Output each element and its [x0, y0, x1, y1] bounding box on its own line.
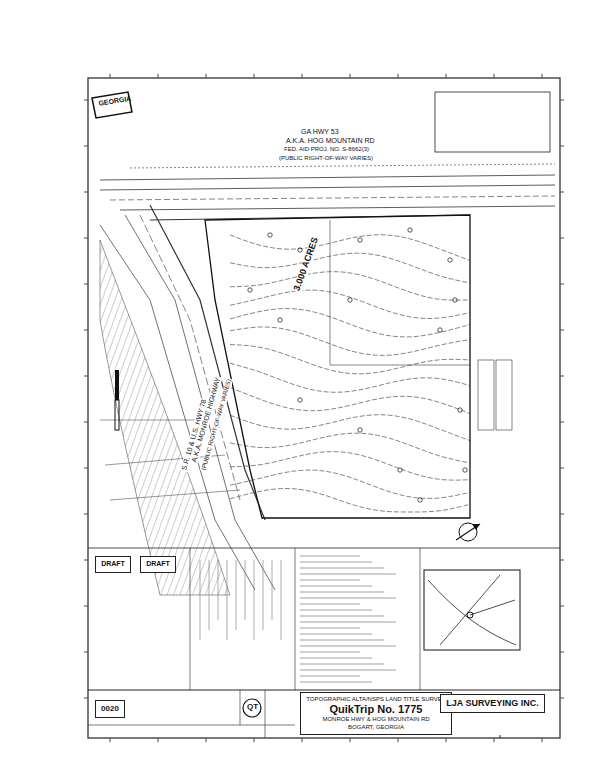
node-text: LJA SURVEYING INC.	[446, 698, 539, 709]
node-text: 0020	[101, 704, 119, 714]
legend-table	[496, 360, 512, 430]
north-arrow	[456, 523, 480, 541]
road-name: GA HWY 53	[300, 128, 340, 136]
node-text: BOGART, GEORGIA	[306, 724, 446, 731]
lot-line	[330, 365, 470, 366]
node-text: QuikTrip No. 1775	[306, 703, 446, 716]
logo-text: QT	[246, 703, 259, 712]
project-number: FED. AID PROJ. NO. S-8662(3)	[283, 146, 370, 153]
node-text: TOPOGRAPHIC ALTA/NSPS LAND TITLE SURVEY	[306, 696, 446, 703]
hwy-53-road	[100, 164, 555, 220]
tree-symbols	[248, 228, 467, 502]
lot-line	[330, 220, 331, 365]
node-text: DRAFT	[101, 560, 125, 568]
sheet-border	[88, 78, 560, 738]
road-name: A.K.A. HOG MOUNTAIN RD	[285, 137, 376, 145]
row-note: (PUBLIC RIGHT-OF-WAY VARIES)	[278, 155, 374, 162]
contour-lines	[230, 235, 470, 512]
sheet-number: 0020	[95, 700, 125, 718]
title-block: TOPOGRAPHIC ALTA/NSPS LAND TITLE SURVEYQ…	[300, 692, 452, 735]
survey-notes	[200, 556, 396, 682]
draft-stamp: DRAFT	[95, 556, 131, 573]
quiktrip-logo	[243, 699, 261, 717]
node-text: DRAFT	[146, 560, 170, 568]
scale-bar	[115, 400, 119, 430]
hwy-78-road	[100, 205, 275, 595]
acreage: 3.000 ACRES	[292, 235, 321, 293]
scale-bar	[115, 370, 119, 400]
draft-stamp: DRAFT	[140, 556, 176, 573]
border-ticks	[84, 74, 564, 742]
legend-table	[478, 360, 494, 430]
seal-box	[435, 92, 550, 152]
parcel-boundary	[205, 215, 470, 518]
vicinity-map	[424, 570, 520, 650]
surveyor-box: LJA SURVEYING INC.	[440, 694, 545, 713]
node-text: MONROE HWY & HOG MOUNTAIN RD	[306, 716, 446, 723]
state-route-shield	[92, 92, 132, 118]
